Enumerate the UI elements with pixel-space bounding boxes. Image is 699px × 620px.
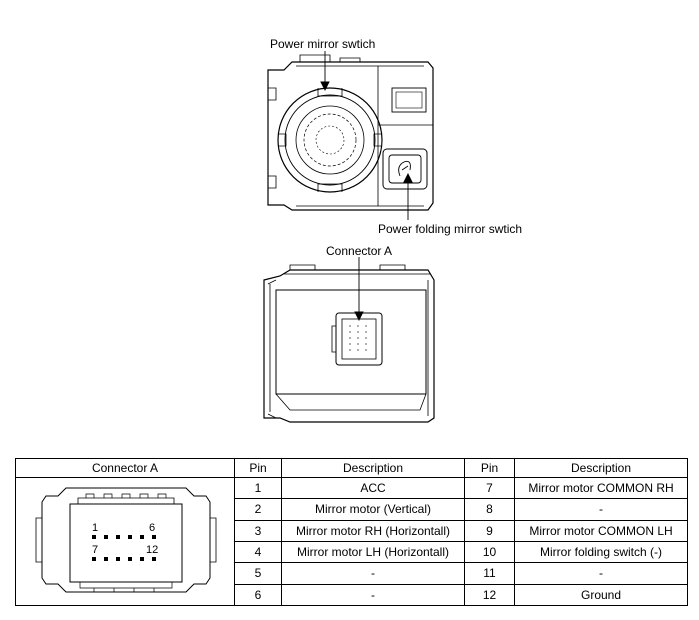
pin-description: Mirror motor LH (Horizontall) xyxy=(281,540,465,564)
header-description-right: Description xyxy=(514,458,688,478)
pin-number: 5 xyxy=(234,562,282,585)
connector-a-face-drawing: 1 6 7 12 xyxy=(35,487,217,593)
pin-number: 3 xyxy=(234,519,282,542)
header-pin-left: Pin xyxy=(234,458,282,478)
pin-description: - xyxy=(514,562,688,585)
pin-description: Mirror motor COMMON LH xyxy=(514,519,688,542)
connector-pin-table: Connector A Pin Description Pin Descript… xyxy=(15,458,688,607)
table-row: 4 Mirror motor LH (Horizontall) 10 Mirro… xyxy=(16,540,688,564)
pin-description: Mirror motor COMMON RH xyxy=(514,476,688,500)
pin-description: Mirror motor (Vertical) xyxy=(281,498,465,521)
table-row: 6 - 12 Ground xyxy=(16,583,688,607)
pin-number: 10 xyxy=(464,540,515,564)
pin-description: Mirror motor RH (Horizontall) xyxy=(281,519,465,542)
switch-bottom-view xyxy=(263,264,435,423)
pin-number: 4 xyxy=(234,540,282,564)
pin-number: 2 xyxy=(234,498,282,521)
pin-number: 8 xyxy=(464,498,515,521)
power-mirror-switch-label: Power mirror swtich xyxy=(270,37,376,51)
switch-assembly-drawing xyxy=(263,51,435,423)
pin-number: 1 xyxy=(234,476,282,500)
table-header-row: Connector A Pin Description Pin Descript… xyxy=(15,458,688,478)
pin-description: - xyxy=(281,583,465,607)
socket-pins xyxy=(349,325,367,355)
table-row: 1 6 7 12 1 ACC 7 Mirror motor COMMON RH xyxy=(15,476,688,606)
pin-description: - xyxy=(514,498,688,521)
pin-description: Ground xyxy=(514,583,688,607)
pin-number: 12 xyxy=(464,583,515,607)
pin-number: 9 xyxy=(464,519,515,542)
callout-leaders xyxy=(320,51,413,322)
header-connector: Connector A xyxy=(15,458,235,478)
pin-description: Mirror folding switch (-) xyxy=(514,540,688,564)
switch-top-view xyxy=(267,54,434,211)
pin-description: - xyxy=(281,562,465,585)
table-row: 5 - 11 - xyxy=(16,562,688,585)
pin-label-12: 12 xyxy=(146,544,158,556)
header-pin-right: Pin xyxy=(464,458,515,478)
pin-description: ACC xyxy=(281,476,465,500)
pin-number: 11 xyxy=(464,562,515,585)
pin-label-7: 7 xyxy=(92,544,98,556)
connector-face-cell: 1 6 7 12 xyxy=(15,477,235,606)
header-description-left: Description xyxy=(281,458,465,478)
table-row: 3 Mirror motor RH (Horizontall) 9 Mirror… xyxy=(16,519,688,542)
pin-label-1: 1 xyxy=(92,522,98,534)
pin-label-6: 6 xyxy=(149,522,155,534)
pin-number: 6 xyxy=(234,583,282,607)
pin-number: 7 xyxy=(464,476,515,500)
connector-a-label: Connector A xyxy=(326,244,393,258)
power-folding-mirror-switch-label: Power folding mirror swtich xyxy=(378,222,523,236)
